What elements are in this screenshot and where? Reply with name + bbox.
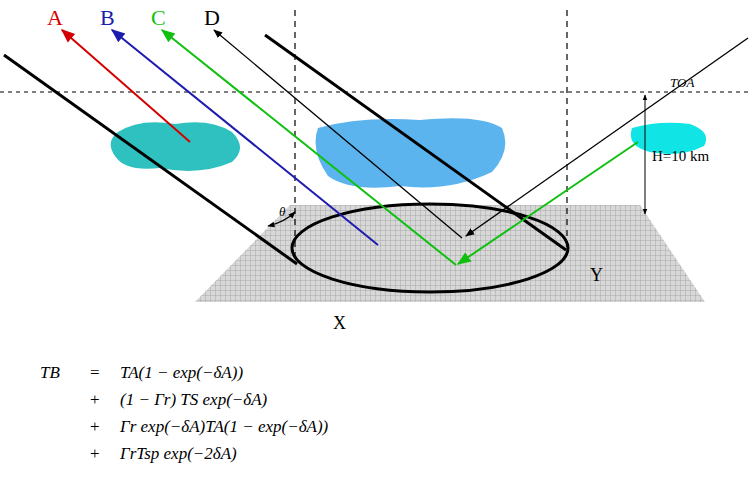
toa-line (0, 92, 752, 93)
equation-operator: = (90, 364, 100, 383)
ray-sky (466, 38, 748, 236)
equation-operator: + (90, 391, 100, 410)
angle-label: θ (279, 205, 285, 219)
cloud (316, 118, 506, 187)
equation-operator: + (90, 418, 100, 437)
equation-term: ΓrTsp exp(−2δA) (120, 445, 237, 464)
equation-term: Γr exp(−δA)TA(1 − exp(−δA)) (120, 418, 328, 437)
beam-edge (4, 55, 297, 264)
point-label: X (333, 314, 346, 334)
equation-term: (1 − Γr) TS exp(−δA) (120, 391, 267, 410)
ray-b (112, 30, 378, 245)
dimension-label: H=10 km (652, 148, 709, 165)
equation-term: TB (40, 364, 60, 383)
ray-c-down (458, 142, 638, 264)
point-label: Y (590, 266, 603, 286)
ray-a (62, 30, 190, 142)
ray-d (214, 30, 462, 238)
equation-operator: + (90, 445, 100, 464)
footprint-bound (566, 10, 567, 255)
beam-edge (265, 35, 566, 250)
ray-c (162, 30, 456, 265)
height-arrow (645, 95, 646, 214)
ray-label: C (151, 6, 166, 30)
equation-term: TA(1 − exp(−δA)) (120, 364, 243, 383)
ray-label: B (100, 6, 115, 30)
level-label: TOA (670, 76, 694, 90)
ray-label: D (204, 6, 220, 30)
ground-plane (195, 205, 705, 302)
ray-label: A (47, 6, 63, 30)
